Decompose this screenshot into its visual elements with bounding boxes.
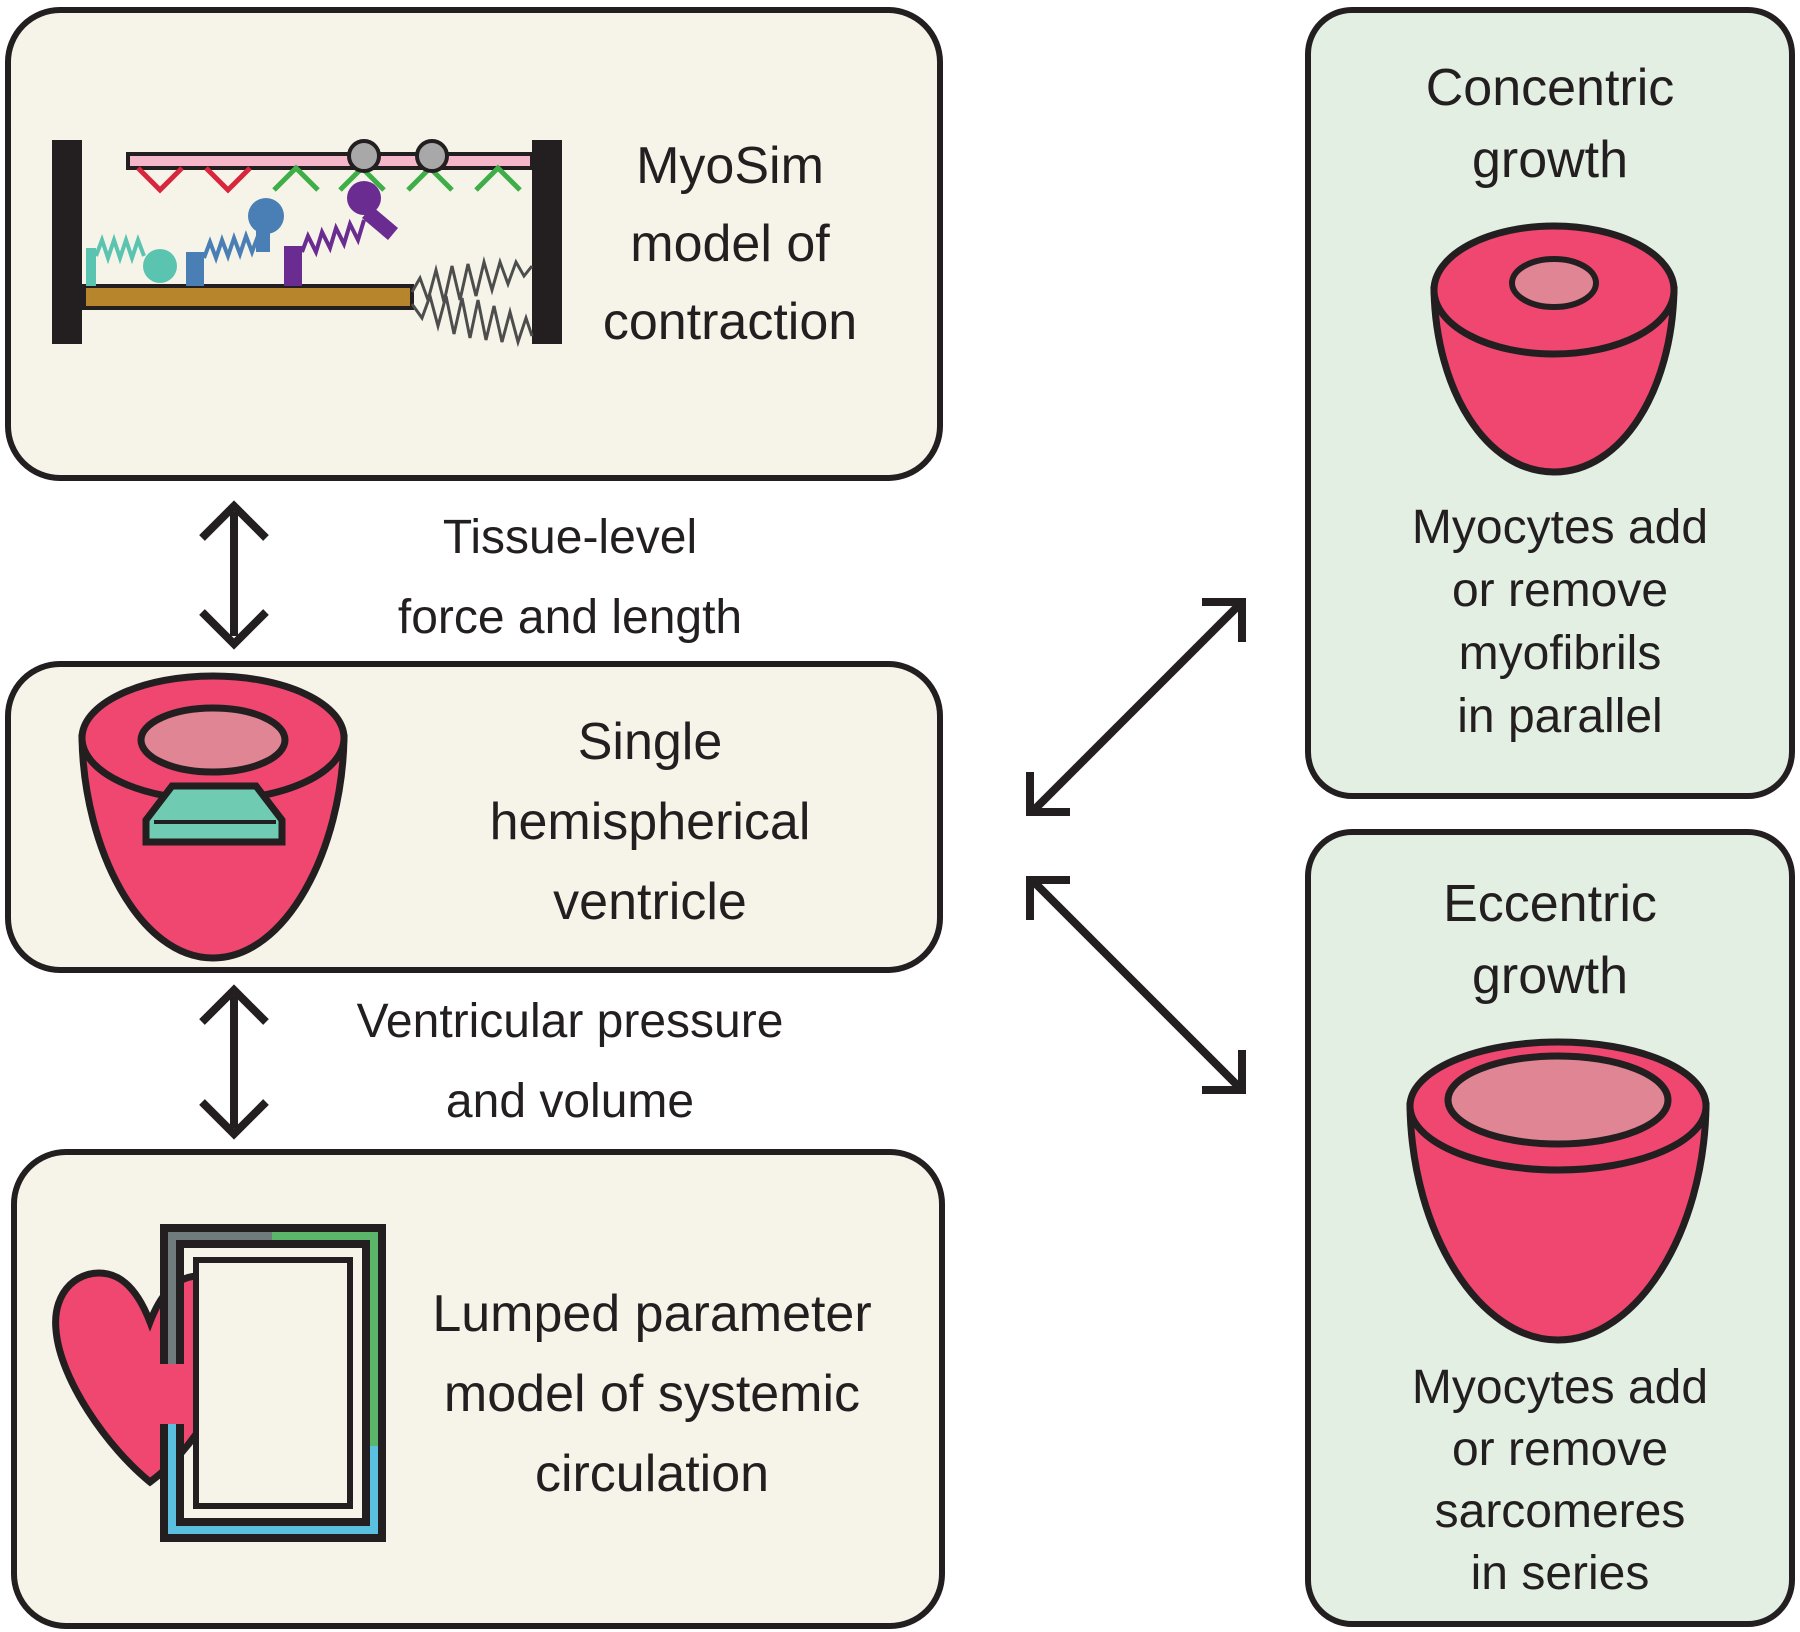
concentric-title: Concentric growth [1425,59,1675,189]
circulation-label: Lumped parameter model of systemic circu… [432,1285,872,1503]
binding-site-green [474,164,522,192]
vessel-green [272,1232,378,1446]
double-arrow-tissue [199,500,269,650]
thin-filament [126,152,534,170]
myosin-head-blue [248,198,284,234]
concentric-description: Myocytes add or remove myofibrils in par… [1411,501,1709,743]
regulatory-unit-icon [347,139,381,173]
ventricle-cavity [137,704,289,776]
double-arrow-concentric [1026,598,1246,816]
eccentric-ventricle-icon [1406,1038,1710,1344]
binding-site-green [272,164,320,192]
myosin-neck-purple [362,206,398,240]
vessel-gray [168,1232,272,1364]
pressure-volume-label: Ventricular pressure and volume [356,995,784,1128]
titin-spring [410,256,534,305]
myosin-spring-teal [94,233,146,265]
double-arrow-pressure [199,984,269,1140]
eccentric-description: Myocytes add or remove sarcomeres in ser… [1411,1361,1709,1600]
eccentric-cavity [1444,1052,1672,1148]
myosin-spring-blue [202,230,260,264]
myosin-spring-purple [300,218,366,258]
sarcomere-schematic [52,139,562,348]
eccentric-title: Eccentric growth [1443,875,1657,1005]
binding-site-red [204,166,252,194]
myosin-stalk-blue [186,252,204,286]
binding-site-red [136,166,184,194]
thick-filament [82,284,414,310]
myosim-box [5,7,943,481]
regulatory-unit-icon [415,139,449,173]
z-disc-right [532,140,562,344]
myosim-label: MyoSim model of contraction [602,137,858,351]
myosin-neck-blue [256,230,270,252]
tissue-wedge [142,782,286,846]
concentric-cavity [1509,256,1599,310]
concentric-ventricle-icon [1430,222,1678,476]
titin-spring [410,291,534,348]
myosin-stalk-purple [284,246,302,286]
myosin-stalk-teal [86,248,96,286]
heart-circulation-icon [52,1224,386,1542]
tissue-level-label: Tissue-level force and length [397,511,743,644]
myosin-head-purple [347,181,381,215]
vessel-blue [168,1424,378,1534]
ventricle-icon [78,672,348,962]
double-arrow-eccentric [1026,876,1246,1094]
myosin-head-teal [143,249,177,283]
ventricle-label: Single hemispherical ventricle [489,713,811,931]
z-disc-left [52,140,82,344]
circuit-inner [193,1257,353,1509]
